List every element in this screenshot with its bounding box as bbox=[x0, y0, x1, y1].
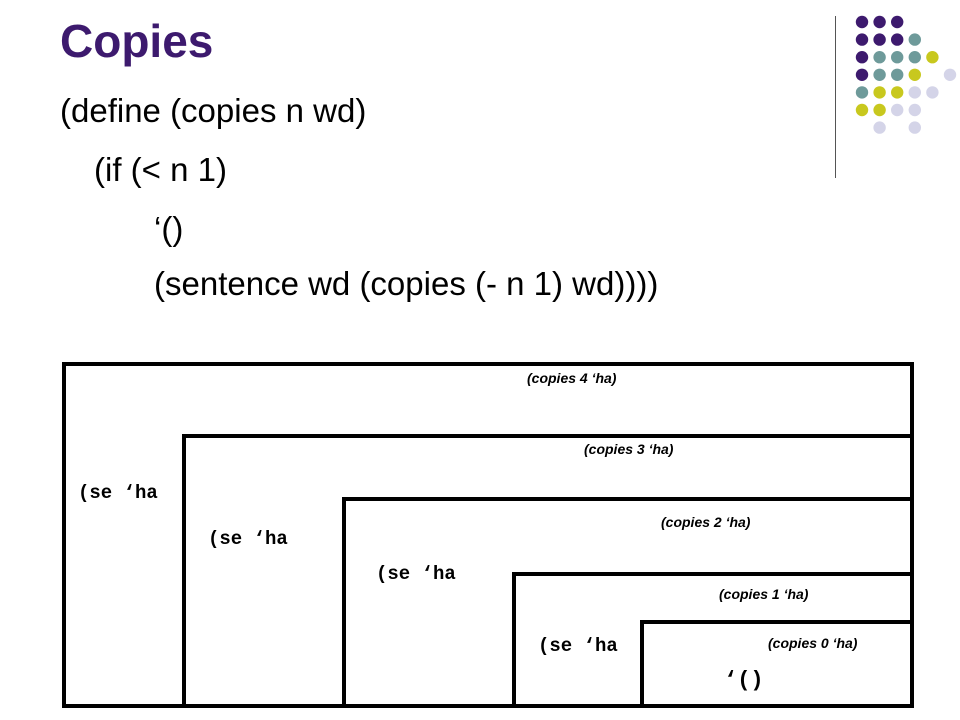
decorative-dot-grid bbox=[855, 15, 957, 134]
decorative-dot bbox=[873, 121, 886, 134]
call-label-4: (copies 4 ‘ha) bbox=[527, 370, 617, 386]
decorative-dot bbox=[891, 33, 904, 46]
call-box-0 bbox=[640, 620, 914, 708]
decorative-dot bbox=[908, 33, 921, 46]
slide-title: Copies bbox=[60, 15, 214, 67]
decorative-dot bbox=[873, 103, 886, 117]
call-label-3: (copies 3 ‘ha) bbox=[584, 441, 674, 457]
decorative-dot bbox=[891, 15, 904, 29]
decorative-dot bbox=[943, 68, 957, 82]
call-label-0: (copies 0 ‘ha) bbox=[768, 635, 858, 651]
decorative-dot bbox=[855, 51, 869, 64]
decorative-dot bbox=[873, 86, 886, 99]
decorative-dot bbox=[873, 68, 886, 82]
decorative-dot bbox=[908, 103, 921, 117]
decorative-dot bbox=[891, 103, 904, 117]
decorative-dot bbox=[855, 33, 869, 46]
base-result: ‘() bbox=[724, 668, 764, 693]
se-label-2: (se ‘ha bbox=[376, 563, 456, 585]
code-line-define: (define (copies n wd) bbox=[60, 92, 367, 129]
divider-line bbox=[835, 16, 836, 178]
decorative-dot bbox=[873, 51, 886, 64]
code-line-empty: ‘() bbox=[154, 210, 184, 247]
decorative-dot bbox=[891, 68, 904, 82]
decorative-dot bbox=[891, 86, 904, 99]
decorative-dot bbox=[855, 86, 869, 99]
code-line-sentence: (sentence wd (copies (- n 1) wd)))) bbox=[154, 265, 659, 302]
call-label-1: (copies 1 ‘ha) bbox=[719, 586, 809, 602]
se-label-4: (se ‘ha bbox=[78, 482, 158, 504]
decorative-dot bbox=[855, 103, 869, 117]
decorative-dot bbox=[855, 68, 869, 82]
call-label-2: (copies 2 ‘ha) bbox=[661, 514, 751, 530]
decorative-dot bbox=[926, 86, 939, 99]
se-label-1: (se ‘ha bbox=[538, 635, 618, 657]
decorative-dot bbox=[891, 51, 904, 64]
se-label-3: (se ‘ha bbox=[208, 528, 288, 550]
decorative-dot bbox=[873, 33, 886, 46]
decorative-dot bbox=[855, 15, 869, 29]
decorative-dot bbox=[926, 51, 939, 64]
code-line-if: (if (< n 1) bbox=[94, 151, 227, 188]
decorative-dot bbox=[908, 86, 921, 99]
decorative-dot bbox=[908, 51, 921, 64]
decorative-dot bbox=[908, 121, 921, 134]
decorative-dot bbox=[873, 15, 886, 29]
decorative-dot bbox=[908, 68, 921, 82]
